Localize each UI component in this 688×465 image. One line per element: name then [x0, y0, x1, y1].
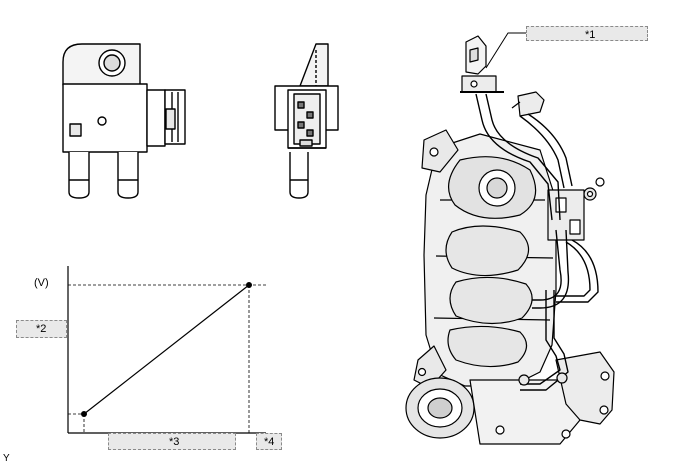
callout-1: *1 [526, 26, 648, 41]
callout-3: *3 [108, 433, 236, 450]
exhaust-assembly-illustration [405, 32, 615, 445]
callout-4: *4 [256, 433, 282, 450]
pressure-sensor-side-view [62, 43, 186, 199]
graph-point-min [81, 411, 87, 417]
graph-line [83, 284, 250, 415]
graph-y-unit-label: (V) [34, 277, 49, 289]
callout-3-label: *3 [169, 436, 180, 448]
callout-1-label: *1 [585, 29, 596, 41]
callout-4-label: *4 [264, 436, 275, 448]
voltage-graph [67, 266, 266, 434]
pressure-sensor-connector-view [274, 43, 339, 199]
callout-2: *2 [16, 320, 67, 338]
callout-2-label: *2 [36, 323, 47, 335]
corner-label: Y [3, 453, 10, 464]
graph-point-max [246, 282, 252, 288]
